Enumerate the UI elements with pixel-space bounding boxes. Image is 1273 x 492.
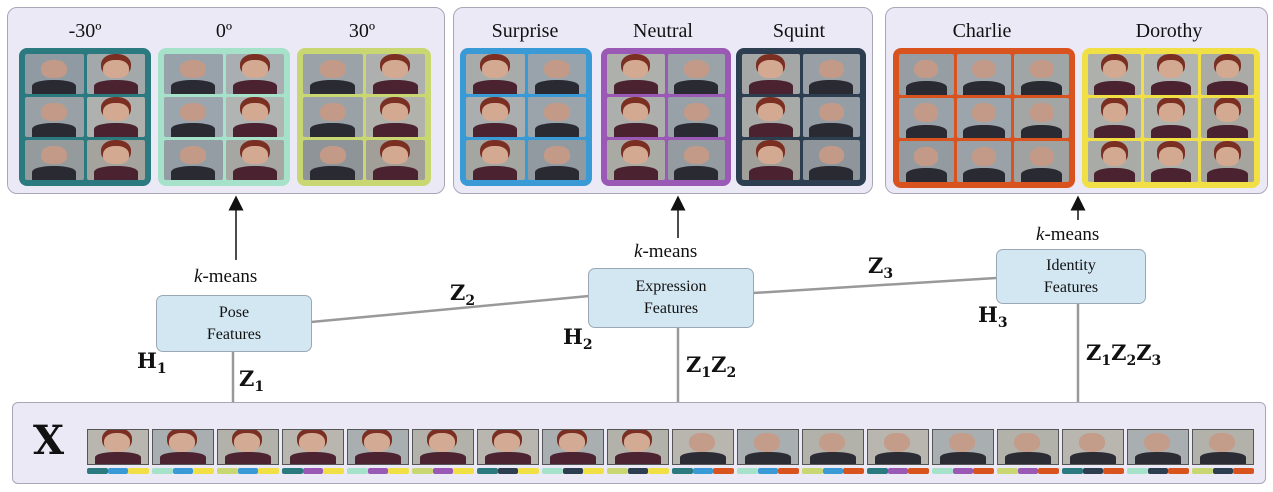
kmeans-rest: -means bbox=[202, 266, 258, 287]
frame-color-code bbox=[542, 468, 605, 474]
frame-color-code bbox=[867, 468, 930, 474]
expression-features-node: Expression Features bbox=[588, 268, 754, 328]
identity-node-line2: Features bbox=[1043, 278, 1099, 296]
frame-color-code bbox=[477, 468, 540, 474]
group-label-squint: Squint bbox=[772, 20, 826, 42]
frame-color-code bbox=[932, 468, 995, 474]
label-z2: Z2 bbox=[450, 280, 476, 310]
label-z1: Z1 bbox=[239, 366, 265, 396]
group-label-surprise: Surprise bbox=[491, 20, 559, 42]
frame-color-code bbox=[1192, 468, 1255, 474]
frame-color-code bbox=[87, 468, 150, 474]
expression-node-line2: Features bbox=[643, 300, 699, 317]
frame-color-code bbox=[282, 468, 345, 474]
group-label-0: 0º bbox=[215, 20, 233, 42]
kmeans-label-expression: k-means bbox=[634, 241, 697, 263]
frame-color-code bbox=[737, 468, 800, 474]
frame-color-code bbox=[1127, 468, 1190, 474]
squint-cluster bbox=[736, 48, 866, 186]
sample-frame bbox=[412, 429, 474, 465]
group-label-neutral: Neutral bbox=[633, 20, 693, 42]
sample-frame bbox=[997, 429, 1059, 465]
identity-clusters-panel: Charlie Dorothy bbox=[885, 7, 1268, 194]
identity-node-line1: Identity bbox=[1046, 256, 1096, 274]
pose-features-node: Pose Features bbox=[156, 295, 312, 352]
frame-color-code bbox=[997, 468, 1060, 474]
pose-node-line1: Pose bbox=[218, 303, 250, 321]
pose-clusters-panel: -30º 0º 30º bbox=[7, 7, 445, 194]
link-pose-expression bbox=[310, 294, 590, 324]
pose-node-line2: Features bbox=[206, 325, 262, 343]
pose-30-cluster bbox=[297, 48, 431, 186]
sample-frame bbox=[542, 429, 604, 465]
frame-color-code bbox=[347, 468, 410, 474]
dorothy-cluster bbox=[1082, 48, 1260, 188]
sample-frame bbox=[867, 429, 929, 465]
sample-frame bbox=[607, 429, 669, 465]
group-label-30: 30º bbox=[348, 20, 376, 42]
data-matrix-panel: X bbox=[12, 402, 1266, 484]
sample-frame bbox=[217, 429, 279, 465]
sample-frame bbox=[932, 429, 994, 465]
data-matrix-label: X bbox=[33, 417, 65, 464]
sample-frame bbox=[1062, 429, 1124, 465]
kmeans-k: k bbox=[634, 241, 643, 262]
label-z1z2z3: Z1Z2Z3 bbox=[1086, 340, 1162, 370]
label-z3: Z3 bbox=[868, 253, 894, 283]
kmeans-rest: -means bbox=[1044, 224, 1100, 245]
kmeans-k: k bbox=[194, 266, 203, 287]
sample-frame bbox=[347, 429, 409, 465]
pose-neg30-cluster bbox=[19, 48, 151, 186]
sample-frame bbox=[282, 429, 344, 465]
surprise-cluster bbox=[460, 48, 592, 186]
sample-frame bbox=[152, 429, 214, 465]
neutral-cluster bbox=[601, 48, 731, 186]
identity-features-node: Identity Features bbox=[996, 249, 1146, 304]
frame-color-code bbox=[412, 468, 475, 474]
link-expression-identity bbox=[752, 276, 997, 295]
kmeans-k: k bbox=[1036, 224, 1045, 245]
frame-color-code bbox=[1062, 468, 1125, 474]
group-label-neg30: -30º bbox=[68, 20, 102, 42]
sample-frame bbox=[802, 429, 864, 465]
label-h2: H2 bbox=[563, 324, 593, 354]
expression-clusters-panel: Surprise Neutral Squint bbox=[453, 7, 873, 194]
charlie-cluster bbox=[893, 48, 1075, 188]
sample-frame bbox=[737, 429, 799, 465]
sample-frame bbox=[1192, 429, 1254, 465]
pose-0-cluster bbox=[158, 48, 290, 186]
label-h3: H3 bbox=[978, 302, 1008, 332]
frame-color-code bbox=[607, 468, 670, 474]
label-h1: H1 bbox=[137, 348, 167, 378]
sample-frame bbox=[477, 429, 539, 465]
kmeans-label-pose: k-means bbox=[194, 266, 257, 288]
kmeans-rest: -means bbox=[642, 241, 698, 262]
frame-color-code bbox=[672, 468, 735, 474]
frame-color-code bbox=[152, 468, 215, 474]
expression-node-line1: Expression bbox=[635, 278, 707, 295]
group-label-dorothy: Dorothy bbox=[1135, 20, 1203, 42]
frame-color-code bbox=[802, 468, 865, 474]
sample-frame bbox=[672, 429, 734, 465]
kmeans-label-identity: k-means bbox=[1036, 224, 1099, 246]
label-z1z2: Z1Z2 bbox=[686, 352, 737, 382]
group-label-charlie: Charlie bbox=[952, 20, 1012, 42]
frame-color-code bbox=[217, 468, 280, 474]
sample-frame bbox=[87, 429, 149, 465]
sample-frame bbox=[1127, 429, 1189, 465]
